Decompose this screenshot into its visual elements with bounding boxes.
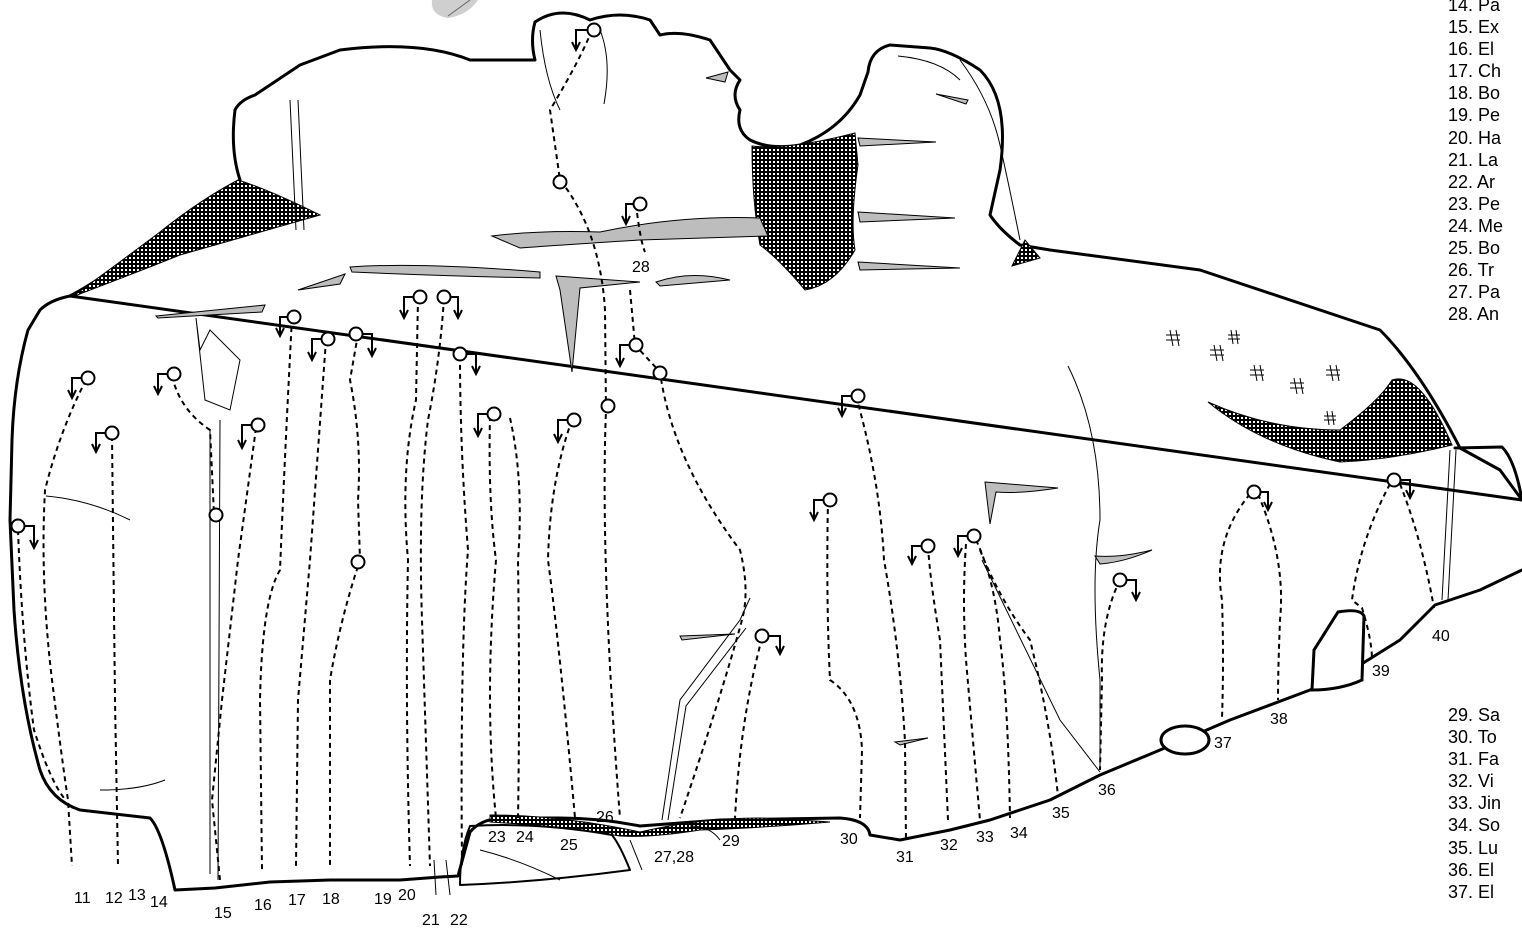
- rock-outline: [10, 13, 1522, 890]
- legend-item: 25. Bo: [1448, 237, 1503, 259]
- route-number: 16: [254, 897, 272, 914]
- roof-gray-15: [895, 738, 928, 745]
- route-number-labels: 11 12 13 14 15 16 17 18 19 20 21 22 23 2…: [74, 259, 1450, 929]
- roof-gray-7: [858, 138, 936, 146]
- roof-gray-12: [985, 482, 1058, 524]
- route-number: 32: [940, 837, 958, 854]
- legend-item: 33. Jin: [1448, 792, 1501, 814]
- legend-item: 35. Lu: [1448, 837, 1501, 859]
- roof-hatch-left: [72, 180, 320, 297]
- route-number: 29: [722, 833, 740, 850]
- legend-item: 20. Ha: [1448, 127, 1503, 149]
- route-number: 31: [896, 849, 914, 866]
- legend-item: 34. So: [1448, 814, 1501, 836]
- roof-gray-4: [556, 276, 640, 372]
- route-number: 33: [976, 829, 994, 846]
- legend-item: 36. El: [1448, 859, 1501, 881]
- legend-item: 15. Ex: [1448, 16, 1503, 38]
- roof-gray-2: [350, 265, 540, 278]
- route-number: 26: [596, 809, 614, 826]
- route-number: 14: [150, 894, 168, 911]
- roof-gray-5: [656, 275, 730, 286]
- legend-item: 31. Fa: [1448, 748, 1501, 770]
- roof-gray-3: [298, 274, 345, 290]
- legend-item: 18. Bo: [1448, 82, 1503, 104]
- legend-item: 26. Tr: [1448, 259, 1503, 281]
- route-number: 34: [1010, 825, 1028, 842]
- route-number: 25: [560, 837, 578, 854]
- boulder-base-left: [460, 825, 630, 885]
- route-number: 19: [374, 891, 392, 908]
- boulder-39: [1312, 611, 1364, 690]
- legend-item: 22. Ar: [1448, 171, 1503, 193]
- legend-item: 21. La: [1448, 149, 1503, 171]
- route-number: 13: [128, 887, 146, 904]
- roof-gray-9: [858, 262, 960, 270]
- legend-item: 32. Vi: [1448, 770, 1501, 792]
- roof-gray-13: [1095, 550, 1152, 564]
- route-legend-top: 14. Pa 15. Ex 16. El 17. Ch 18. Bo 19. P…: [1448, 0, 1503, 325]
- roof-hatch-center: [752, 133, 858, 290]
- partial-gray-shape: [432, 0, 478, 18]
- route-number: 40: [1432, 628, 1450, 645]
- legend-item: 16. El: [1448, 38, 1503, 60]
- route-number: 17: [288, 892, 306, 909]
- legend-item: 14. Pa: [1448, 0, 1503, 16]
- route-number: 20: [398, 887, 416, 904]
- route-number: 36: [1098, 782, 1116, 799]
- legend-item: 28. An: [1448, 303, 1503, 325]
- route-number: 24: [516, 829, 534, 846]
- boulder-37: [1161, 726, 1209, 754]
- route-number: 39: [1372, 663, 1390, 680]
- route-number: 30: [840, 831, 858, 848]
- route-number: 37: [1214, 735, 1232, 752]
- legend-item: 30. To: [1448, 726, 1501, 748]
- route-number: 18: [322, 891, 340, 908]
- hash-marks: [1166, 330, 1340, 425]
- route-legend-bottom: 29. Sa 30. To 31. Fa 32. Vi 33. Jin 34. …: [1448, 704, 1501, 903]
- legend-item: 27. Pa: [1448, 281, 1503, 303]
- roof-gray-1: [492, 218, 768, 248]
- route-number: 22: [450, 912, 468, 929]
- route-number: 23: [488, 829, 506, 846]
- route-number: 15: [214, 905, 232, 922]
- route-number: 21: [422, 912, 440, 929]
- route-number: 28: [632, 259, 650, 276]
- legend-item: 37. El: [1448, 881, 1501, 903]
- legend-item: 23. Pe: [1448, 193, 1503, 215]
- roof-gray-10: [706, 72, 728, 82]
- route-number: 35: [1052, 805, 1070, 822]
- route-number: 11: [74, 890, 91, 907]
- route-number: 12: [105, 890, 123, 907]
- legend-item: 24. Me: [1448, 215, 1503, 237]
- legend-item: 29. Sa: [1448, 704, 1501, 726]
- roof-gray-11: [936, 94, 968, 104]
- route-lines: [18, 30, 1434, 880]
- route-number: 38: [1270, 711, 1288, 728]
- legend-item: 19. Pe: [1448, 104, 1503, 126]
- legend-item: 17. Ch: [1448, 60, 1503, 82]
- route-number: 27,28: [654, 849, 694, 866]
- roof-gray-8: [858, 212, 955, 222]
